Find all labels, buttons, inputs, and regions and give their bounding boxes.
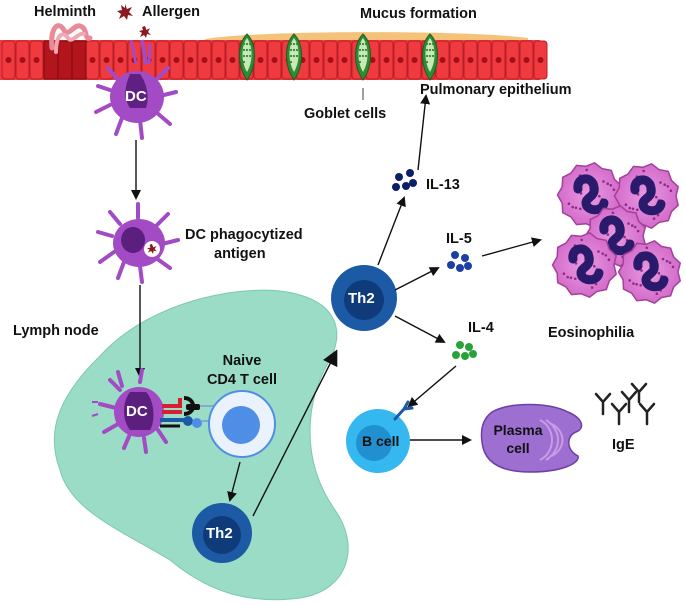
epithelial-cell	[435, 40, 450, 80]
eosinophil	[617, 239, 682, 305]
arrow-il13-to-epithelium	[417, 94, 431, 171]
arrow-il5-to-eosinophils	[481, 237, 542, 257]
arrow-th2-to-il4	[394, 315, 446, 343]
epithelial-cell	[491, 40, 506, 80]
epithelial-cell	[183, 40, 198, 80]
epithelial-cell	[505, 40, 520, 80]
arrow-th2-to-il13	[377, 196, 406, 266]
helminth	[43, 23, 93, 80]
epithelial-cell	[225, 40, 240, 80]
b-cell	[346, 400, 414, 473]
label-dc-phago-line2: antigen	[214, 246, 266, 262]
th2-cell-lymph	[192, 503, 252, 563]
epithelial-cell	[393, 40, 408, 80]
label-il5: IL-5	[446, 231, 472, 247]
goblet-cell	[286, 33, 302, 81]
arrow-th2-migration	[252, 349, 338, 517]
label-il13: IL-13	[426, 177, 460, 193]
epithelial-cell	[15, 40, 30, 80]
epithelial-cell	[477, 40, 492, 80]
epithelial-cell	[211, 40, 226, 80]
epithelial-cell	[407, 40, 422, 80]
label-dc-top: DC	[125, 88, 147, 105]
epithelial-cell	[309, 40, 324, 80]
label-plasma-line1: Plasma	[493, 422, 543, 438]
label-lymph-node: Lymph node	[13, 323, 99, 339]
dendritic-cell-top	[94, 39, 178, 140]
label-th2-lymph: Th2	[206, 525, 233, 542]
epithelial-cell	[85, 40, 100, 80]
epithelial-cell	[323, 40, 338, 80]
label-plasma-line2: cell	[506, 440, 530, 456]
epithelial-cell	[29, 40, 44, 80]
dendritic-cell-lymph	[91, 368, 168, 454]
eosinophil	[551, 231, 618, 299]
epithelial-cell	[463, 40, 478, 80]
dendritic-cell-phagocytized	[96, 202, 180, 284]
label-dc-lymph: DC	[126, 403, 148, 420]
arrow-il4-to-bcell	[407, 365, 457, 408]
arrow-naive-to-th2	[227, 461, 241, 502]
th2-cell-main	[331, 265, 397, 331]
epithelial-cell	[337, 40, 352, 80]
epithelial-cell	[253, 40, 268, 80]
epithelial-cell	[169, 40, 184, 80]
epithelial-cell	[533, 40, 548, 80]
label-mucus-formation: Mucus formation	[360, 6, 477, 22]
label-allergen: Allergen	[142, 4, 201, 20]
epithelial-cell	[519, 40, 534, 80]
epithelial-cell	[113, 40, 128, 80]
epithelial-cell	[1, 40, 16, 80]
goblet-cell	[422, 33, 438, 81]
allergen-icon	[117, 4, 133, 20]
label-goblet-cells: Goblet cells	[304, 106, 387, 122]
goblet-cells	[239, 33, 438, 81]
il4-molecules	[452, 341, 477, 360]
label-eosinophilia: Eosinophilia	[548, 325, 635, 341]
il13-molecules	[392, 169, 417, 191]
label-ige: IgE	[612, 437, 635, 453]
epithelial-cell	[197, 40, 212, 80]
label-il4: IL-4	[468, 320, 494, 336]
naive-cd4-t-cell	[208, 390, 276, 458]
label-th2-main: Th2	[348, 290, 375, 307]
ige-antibodies	[594, 382, 656, 426]
label-naive-line1: Naive	[222, 353, 262, 369]
epithelial-cell	[267, 40, 282, 80]
il5-molecules	[447, 251, 472, 272]
goblet-cell	[355, 33, 371, 81]
label-dc-phago-line1: DC phagocytized	[185, 227, 303, 243]
allergen-particle	[139, 26, 151, 38]
label-pulmonary-epithelium: Pulmonary epithelium	[420, 82, 572, 98]
mhc-tcr-interaction	[160, 396, 214, 428]
epithelial-cell	[449, 40, 464, 80]
label-naive-line2: CD4 T cell	[206, 372, 278, 388]
label-b-cell: B cell	[362, 433, 400, 449]
eosinophils	[551, 161, 682, 305]
goblet-cell	[239, 33, 255, 81]
lymph-node-region	[53, 289, 349, 601]
arrow-th2-to-il5	[394, 267, 440, 291]
plasma-cell	[480, 403, 583, 473]
label-helminth: Helminth	[34, 4, 97, 20]
epithelial-cell	[379, 40, 394, 80]
